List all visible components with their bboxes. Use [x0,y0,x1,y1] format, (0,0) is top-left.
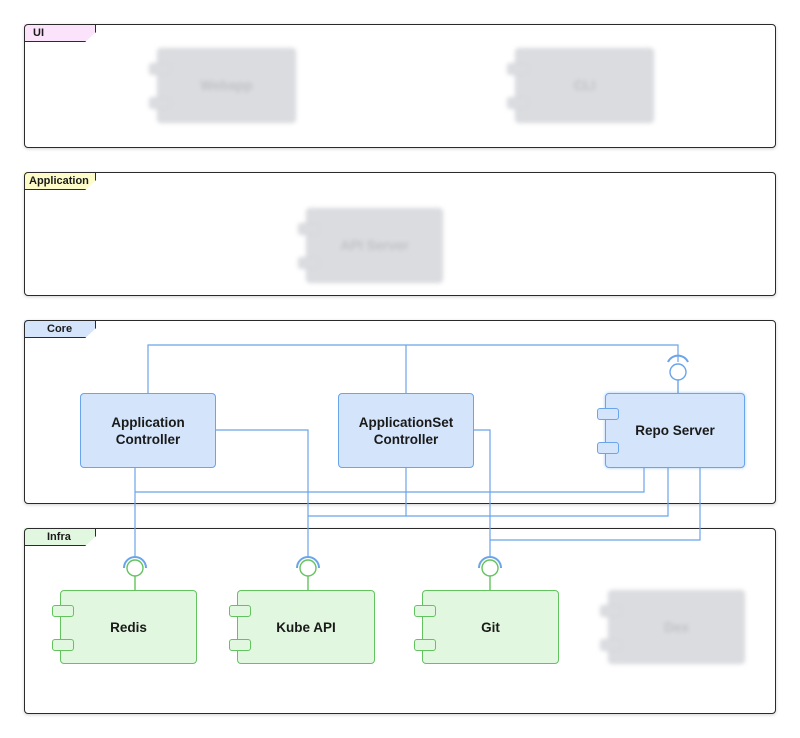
component-application-controller[interactable]: Application Controller [80,393,216,468]
component-git[interactable]: Git [414,590,559,664]
component-label: Redis [110,619,147,635]
layer-tab-infra [24,528,96,546]
interface-git [478,556,502,590]
component-port-top [414,605,436,617]
component-port-top [600,605,622,617]
component-kube-api[interactable]: Kube API [229,590,375,664]
component-webapp[interactable]: Webapp [149,48,296,123]
component-label: Kube API [276,619,336,635]
wire-reposerver-to-redis [135,467,645,493]
component-port-top [149,63,171,75]
interface-redis [123,556,147,590]
layer-tab-ui [24,24,96,42]
component-port-bottom [600,639,622,651]
component-port-bottom [597,442,619,454]
wire-appsetcontroller-to-git [472,429,491,558]
interface-kubeapi [296,556,320,590]
component-label: Git [481,619,500,635]
component-applicationset-controller[interactable]: ApplicationSet Controller [338,393,474,468]
component-api-server[interactable]: API Server [298,208,443,283]
component-label: Webapp [200,78,253,93]
component-redis[interactable]: Redis [52,590,197,664]
wire-reposerver-to-kubeapi [406,467,669,517]
component-cli[interactable]: CLI [507,48,654,123]
component-port-bottom [52,639,74,651]
component-label: Repo Server [635,423,715,438]
component-port-top [229,605,251,617]
component-port-bottom [414,639,436,651]
component-label-line1: Application [111,414,185,430]
component-label-line2: Controller [115,431,181,447]
component-dex[interactable]: Dex [600,590,745,664]
component-port-top [298,223,320,235]
component-label-line2: Controller [373,431,439,447]
component-port-top [597,408,619,420]
component-label: CLI [573,78,596,93]
component-port-bottom [507,97,529,109]
wire-reposerver-to-git [490,467,701,541]
component-port-top [52,605,74,617]
layer-tab-application [24,172,96,190]
component-port-bottom [229,639,251,651]
component-repo-server[interactable]: Repo Server [597,393,745,468]
component-port-top [507,63,529,75]
component-label: Dex [664,619,689,635]
wire-appcontroller-to-kubeapi [215,429,309,558]
component-label: API Server [340,238,409,253]
component-label-line1: ApplicationSet [358,414,454,430]
interface-reposerver [667,354,689,393]
wire-appcontroller-to-reposerver [147,344,679,393]
component-port-bottom [149,97,171,109]
component-port-bottom [298,257,320,269]
layer-tab-core [24,320,96,338]
